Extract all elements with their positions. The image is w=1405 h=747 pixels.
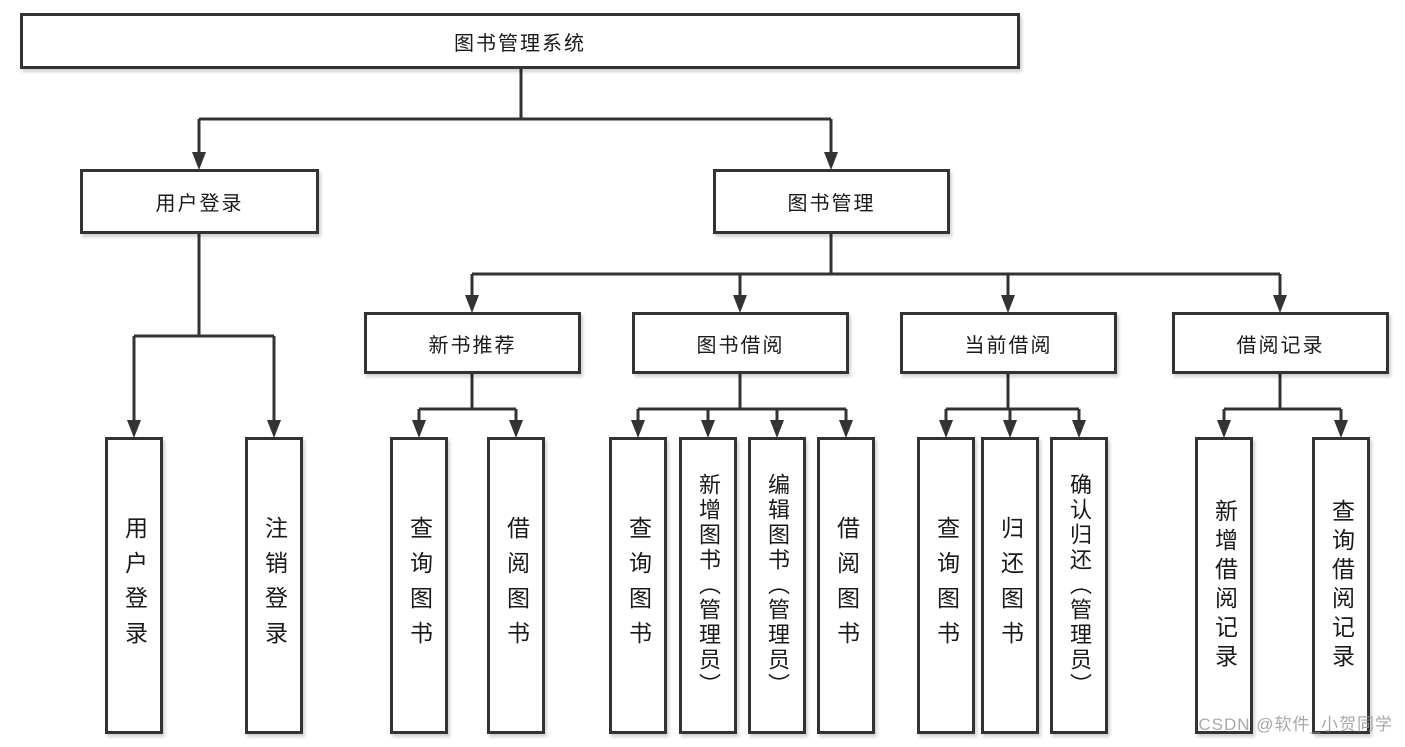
node-borrow-records: 借阅记录 <box>1172 312 1389 374</box>
leaf-recommend-borrow-book-label: 借阅图书 <box>503 515 530 656</box>
leaf-current-query-books-label: 查询图书 <box>933 515 960 656</box>
leaf-confirm-return-admin-label: 确认归还（管理员） <box>1067 473 1092 698</box>
leaf-return-book-label: 归还图书 <box>997 515 1024 656</box>
leaf-edit-book-admin: 编辑图书（管理员） <box>748 437 806 734</box>
leaf-borrowing-borrow-book-label: 借阅图书 <box>833 515 860 656</box>
node-current-borrowing-label: 当前借阅 <box>964 334 1053 357</box>
leaf-current-query-books: 查询图书 <box>917 437 975 734</box>
node-new-book-recommend-label: 新书推荐 <box>428 334 517 357</box>
leaf-add-book-admin: 新增图书（管理员） <box>679 437 737 734</box>
leaf-edit-book-admin-label: 编辑图书（管理员） <box>765 473 790 698</box>
leaf-recommend-query-books: 查询图书 <box>390 437 448 734</box>
node-borrow-records-label: 借阅记录 <box>1236 334 1325 357</box>
leaf-borrowing-borrow-book: 借阅图书 <box>817 437 875 734</box>
leaf-add-borrow-record: 新增借阅记录 <box>1195 437 1253 734</box>
leaf-logout-label: 注销登录 <box>261 515 288 656</box>
node-book-borrowing-label: 图书借阅 <box>696 334 785 357</box>
leaf-borrowing-query-books-label: 查询图书 <box>625 515 652 656</box>
node-book-management: 图书管理 <box>713 169 950 234</box>
node-new-book-recommend: 新书推荐 <box>364 312 581 374</box>
leaf-user-login: 用户登录 <box>105 437 163 734</box>
leaf-recommend-borrow-book: 借阅图书 <box>487 437 545 734</box>
node-book-borrowing: 图书借阅 <box>632 312 849 374</box>
leaf-user-login-label: 用户登录 <box>121 515 148 656</box>
leaf-return-book: 归还图书 <box>981 437 1039 734</box>
node-root: 图书管理系统 <box>20 13 1020 69</box>
leaf-add-book-admin-label: 新增图书（管理员） <box>696 473 721 698</box>
node-user-login: 用户登录 <box>80 169 319 234</box>
leaf-add-borrow-record-label: 新增借阅记录 <box>1211 498 1238 673</box>
leaf-query-borrow-record: 查询借阅记录 <box>1312 437 1370 734</box>
arrowheads <box>127 152 1348 438</box>
leaf-recommend-query-books-label: 查询图书 <box>406 515 433 656</box>
node-current-borrowing: 当前借阅 <box>900 312 1117 374</box>
node-root-label: 图书管理系统 <box>454 32 586 55</box>
leaf-logout: 注销登录 <box>245 437 303 734</box>
node-book-management-label: 图书管理 <box>787 193 876 215</box>
watermark: CSDN @软件_小贺同学 <box>1198 715 1393 734</box>
leaf-query-borrow-record-label: 查询借阅记录 <box>1328 498 1355 673</box>
node-user-login-label: 用户登录 <box>155 193 244 215</box>
leaf-borrowing-query-books: 查询图书 <box>609 437 667 734</box>
leaf-confirm-return-admin: 确认归还（管理员） <box>1050 437 1108 734</box>
